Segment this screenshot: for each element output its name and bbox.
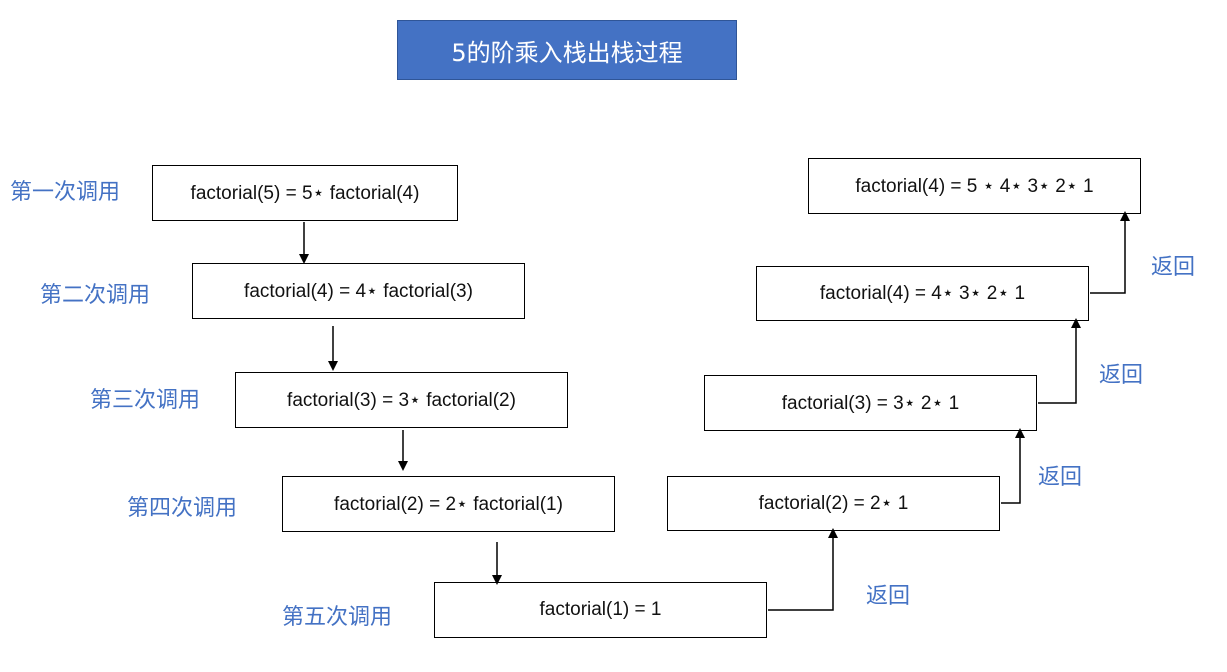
return-arrow-3 — [1038, 318, 1081, 404]
call-label-5: 第五次调用 — [282, 605, 393, 630]
call-box-4: factorial(2) = 2⋆ factorial(1) — [282, 476, 615, 532]
return-box-4: factorial(4) = 5 ⋆ 4⋆ 3⋆ 2⋆ 1 — [808, 158, 1141, 214]
call-box-2: factorial(4) = 4⋆ factorial(3) — [192, 263, 525, 319]
return-box-3: factorial(4) = 4⋆ 3⋆ 2⋆ 1 — [756, 266, 1089, 321]
return-box-2: factorial(3) = 3⋆ 2⋆ 1 — [704, 375, 1037, 431]
call-label-1: 第一次调用 — [10, 180, 121, 205]
call-label-2: 第二次调用 — [40, 283, 151, 308]
call-box-3: factorial(3) = 3⋆ factorial(2) — [235, 372, 568, 428]
return-label-2: 返回 — [1038, 465, 1083, 490]
return-arrow-2 — [1001, 428, 1025, 504]
call-label-3: 第三次调用 — [90, 388, 201, 413]
call-label-4: 第四次调用 — [127, 496, 238, 521]
return-label-4: 返回 — [1151, 255, 1196, 280]
return-label-3: 返回 — [1099, 363, 1144, 388]
return-label-1: 返回 — [866, 584, 911, 609]
return-arrow-4 — [1090, 211, 1130, 294]
call-box-5: factorial(1) = 1 — [434, 582, 767, 638]
return-arrow-1 — [768, 528, 838, 611]
diagram-title: 5的阶乘入栈出栈过程 — [397, 20, 737, 80]
call-box-1: factorial(5) = 5⋆ factorial(4) — [152, 165, 458, 221]
